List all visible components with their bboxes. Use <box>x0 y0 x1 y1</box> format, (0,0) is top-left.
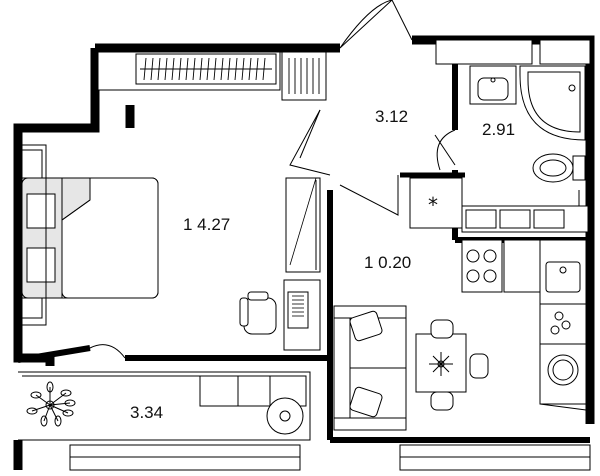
desk-chair <box>239 291 277 335</box>
hanger-line <box>262 57 266 81</box>
bathroom-fixtures <box>436 65 586 210</box>
hanger-line <box>199 57 203 81</box>
hall-storage: * <box>409 177 589 233</box>
hanger-line <box>192 57 196 81</box>
hanger-line <box>150 57 154 81</box>
hanger-line <box>255 57 259 81</box>
sink <box>469 65 517 105</box>
hall-area-label: 3.12 <box>375 107 408 126</box>
stove <box>461 239 503 293</box>
balcony-bench <box>199 375 307 435</box>
hall-walls <box>125 105 456 216</box>
shower <box>519 65 586 141</box>
hanger-line <box>178 57 182 81</box>
hanger-line <box>164 57 168 81</box>
balcony-area-label: 3.34 <box>130 403 163 422</box>
desk <box>283 279 321 351</box>
hanger-line <box>185 57 189 81</box>
hanger-line <box>206 57 210 81</box>
flower-icon <box>429 352 453 376</box>
wardrobe <box>97 51 327 101</box>
kitchen-fixtures <box>461 239 587 411</box>
hangers <box>143 57 266 81</box>
shelf-lines <box>288 58 320 94</box>
tv-console <box>285 177 321 273</box>
kitchen-area-label: 1 0.20 <box>364 253 411 272</box>
flower-icon <box>26 381 76 427</box>
dining-set <box>415 319 489 411</box>
hanger-line <box>220 57 224 81</box>
asterisk-icon: * <box>428 193 438 217</box>
hanger-line <box>143 57 147 81</box>
bathroom-area-label: 2.91 <box>482 120 515 139</box>
hanger-line <box>234 57 238 81</box>
washing-machine <box>539 343 587 405</box>
kitchen-sofa <box>333 305 407 431</box>
toilet <box>532 153 586 183</box>
bed <box>21 149 159 319</box>
hanger-line <box>213 57 217 81</box>
hanger-line <box>241 57 245 81</box>
hanger-line <box>248 57 252 81</box>
entrance-door <box>339 0 413 49</box>
kitchen-sink <box>539 239 587 305</box>
hanger-line <box>171 57 175 81</box>
hanger-line <box>227 57 231 81</box>
bedroom-area-label: 1 4.27 <box>183 215 230 234</box>
hanger-line <box>157 57 161 81</box>
